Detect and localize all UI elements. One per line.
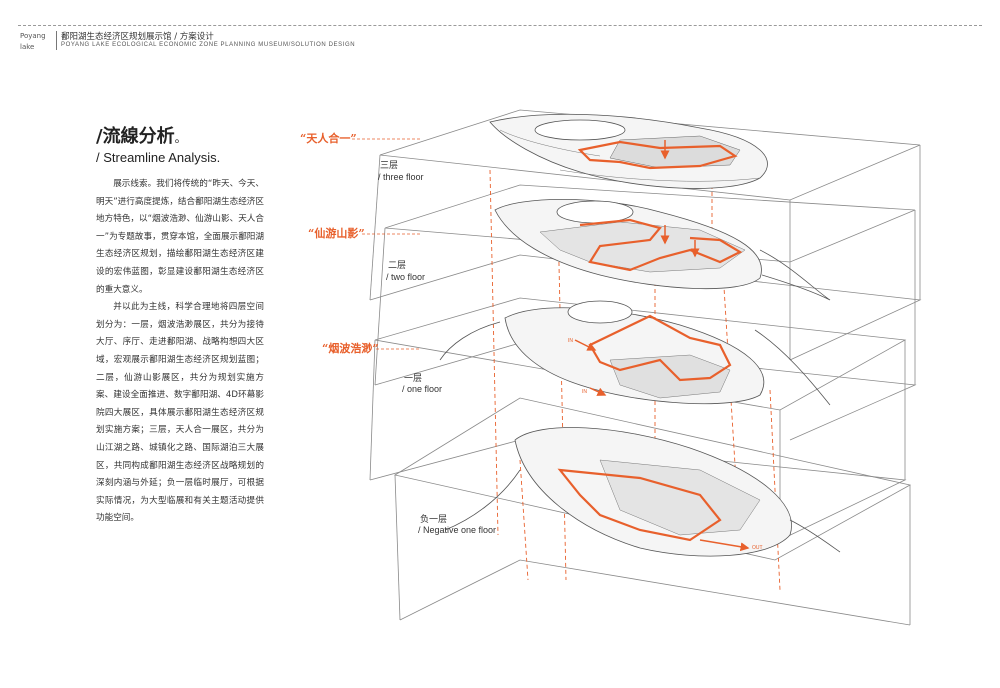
body-text: 展示线索。我们将传统的“昨天、今天、明天”进行高度提炼，结合鄱阳湖生态经济区地方… [96,176,264,528]
floor-label-1: 一层 / one floor [402,373,442,394]
exit-marker: OUT [752,545,763,551]
section-title-cn: /流線分析。 [96,122,187,148]
brand-line-2: lake [20,43,35,51]
floor-label-b1-en: / Negative one floor [418,525,496,535]
theme-label-group-3: “烟波浩渺” [322,341,420,355]
floor-2-plan [494,198,831,301]
floor-1-plan: IN IN [439,300,831,406]
theme-label-group-2: “仙游山影” [308,226,420,240]
header-divider [56,31,57,50]
header-title-cn: 鄱阳湖生态经济区规划展示馆 / 方案设计 [61,32,214,42]
entry-marker-1: IN [568,338,573,344]
section-title-cn-text: /流線分析 [96,126,175,147]
theme-label-group-1: “天人合一” [300,131,420,145]
theme-label-tianrenheyi: “天人合一” [300,131,357,145]
section-title-dot: 。 [174,131,187,145]
brand-logo-text: Poyang lake [20,31,54,53]
brand-line-1: Poyang [20,32,46,40]
header-dashed-rule [18,25,982,26]
body-paragraph-1: 展示线索。我们将传统的“昨天、今天、明天”进行高度提炼，结合鄱阳湖生态经济区地方… [96,179,264,295]
floor-label-3: 三层 / three floor [378,160,424,182]
floor-label-1-en: / one floor [402,384,442,394]
header-title-en: POYANG LAKE ECOLOGICAL ECONOMIC ZONE PLA… [61,42,356,48]
body-paragraph-2: 并以此为主线，科学合理地将四层空间划分为：一层，烟波浩渺展区，共分为接待大厅、序… [96,302,264,524]
floor-label-2: 二层 / two floor [386,260,425,282]
theme-label-yanbohaomiao: “烟波浩渺” [322,341,379,355]
theme-label-xianyoushanying: “仙游山影” [308,226,365,240]
floor-b1-plan: OUT [444,427,841,557]
floor-label-3-cn: 三层 [380,160,398,171]
section-title-en: / Streamline Analysis. [96,150,221,165]
floor-label-b1-cn: 负一层 [420,513,447,525]
floor-label-2-en: / two floor [386,272,425,282]
floor-label-3-en: / three floor [378,172,424,182]
floor-label-2-cn: 二层 [388,260,406,271]
floor-label-b1: 负一层 / Negative one floor [418,513,496,535]
floor-3-plan [489,113,768,189]
floor-label-1-cn: 一层 [404,373,422,384]
entry-marker-2: IN [582,389,587,395]
